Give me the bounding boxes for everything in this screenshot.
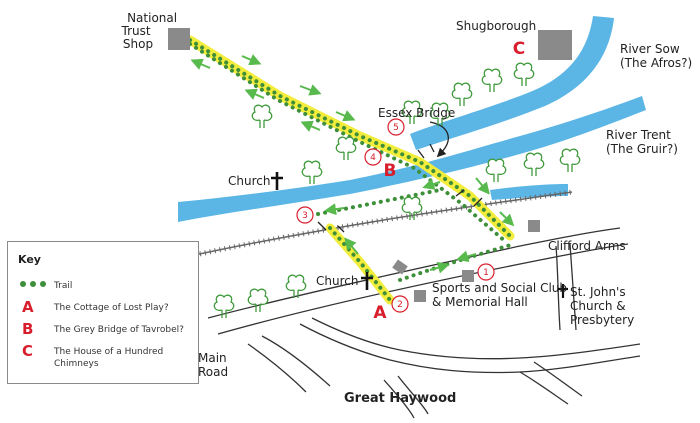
arrow-icon <box>190 54 515 274</box>
key-row-b: B The Grey Bridge of Tavrobel? <box>18 320 184 338</box>
label-sports-club: Sports and Social Club & Memorial Hall <box>432 281 571 309</box>
trail <box>188 38 516 302</box>
roads <box>207 227 641 419</box>
building-icon <box>168 28 190 50</box>
label-church-north: Church <box>228 174 270 188</box>
label-national-trust-shop: National Trust Shop <box>121 11 181 51</box>
cross-icon <box>558 284 568 298</box>
railway-icon <box>189 189 573 259</box>
key-label: The Cottage of Lost Play? <box>54 303 169 313</box>
building-icon <box>462 270 474 282</box>
marker-letter-c: C <box>513 39 525 59</box>
map-key: Key Trail A The Cottage of Lost Play? B … <box>7 241 199 384</box>
marker-number: 1 <box>483 268 489 278</box>
essex-bridge-pointer <box>429 121 449 158</box>
key-label: Trail <box>54 281 73 291</box>
marker-number: 3 <box>302 211 308 221</box>
building-icon <box>414 290 426 302</box>
trail-dots-icon <box>18 280 54 287</box>
marker-letter-a: A <box>373 303 387 323</box>
key-symbol: A <box>22 298 34 316</box>
building-icon <box>528 220 540 232</box>
cross-icon <box>361 272 373 290</box>
label-great-haywood: Great Haywood <box>344 391 456 406</box>
key-symbol: C <box>22 342 34 360</box>
building-icon <box>392 259 408 275</box>
bridge-marks <box>317 143 483 233</box>
key-row-c: C The House of a Hundred Chimneys <box>18 344 188 370</box>
marker-number: 2 <box>397 300 403 310</box>
key-row-trail: Trail <box>18 280 72 292</box>
marker-number: 5 <box>393 123 399 133</box>
label-main-road: Main Road <box>198 351 230 379</box>
label-church-south: Church <box>316 274 358 288</box>
key-row-a: A The Cottage of Lost Play? <box>18 298 169 316</box>
key-title: Key <box>18 253 41 266</box>
river-trent <box>178 96 646 222</box>
marker-number: 4 <box>370 153 376 163</box>
label-river-sow: River Sow (The Afros?) <box>620 42 692 70</box>
cross-icon <box>271 172 283 190</box>
label-st-johns: St. John's Church & Presbytery <box>570 285 634 327</box>
marker-letter-b: B <box>384 161 397 181</box>
numbered-markers <box>296 118 495 313</box>
key-label: The House of a Hundred Chimneys <box>54 347 164 369</box>
key-symbol: B <box>22 320 34 338</box>
building-icon <box>538 30 572 60</box>
label-clifford-arms: Clifford Arms <box>548 239 626 253</box>
key-label: The Grey Bridge of Tavrobel? <box>54 325 184 335</box>
label-essex-bridge: Essex Bridge <box>378 106 455 120</box>
river-sow <box>410 16 614 150</box>
label-shugborough: Shugborough <box>456 19 536 33</box>
label-river-trent: River Trent (The Gruir?) <box>606 128 678 156</box>
